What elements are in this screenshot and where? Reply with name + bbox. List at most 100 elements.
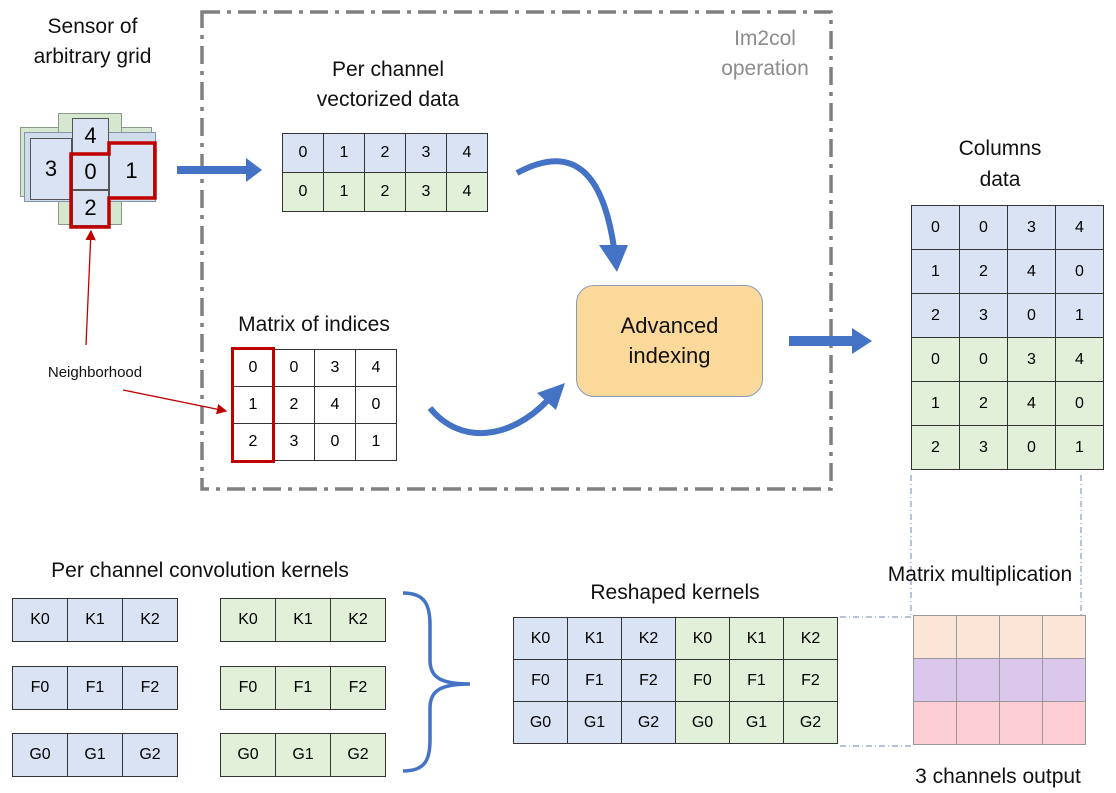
table-cell: 2 bbox=[911, 293, 960, 338]
table-cell: 3 bbox=[405, 172, 447, 212]
table-cell bbox=[999, 615, 1043, 659]
table-row: K0 K1 K2 bbox=[12, 598, 178, 642]
table-cell: 1 bbox=[1055, 425, 1104, 470]
table-cell: G1 bbox=[567, 701, 622, 744]
kernel-table-channel1-row3: G0 G1 G2 bbox=[12, 733, 178, 777]
table-cell: G1 bbox=[729, 701, 784, 744]
table-row: F0 F1 F2 bbox=[12, 666, 178, 710]
columns-title-line1: Columns bbox=[958, 137, 1042, 160]
sensor-title-line1: Sensor of bbox=[47, 15, 138, 38]
table-cell: F2 bbox=[330, 666, 386, 710]
table-cell: K1 bbox=[729, 617, 784, 660]
table-cell: 3 bbox=[273, 423, 315, 461]
columns-title-line2: data bbox=[979, 168, 1021, 191]
table-cell: K0 bbox=[220, 598, 276, 642]
table-cell: F0 bbox=[513, 659, 568, 702]
table-cell: 4 bbox=[1055, 205, 1104, 250]
table-cell: K2 bbox=[122, 598, 178, 642]
table-cell: F1 bbox=[729, 659, 784, 702]
neighborhood-outline bbox=[69, 141, 157, 229]
table-cell: G0 bbox=[12, 733, 68, 777]
vectorized-table: 0 1 2 3 4 0 1 2 3 4 bbox=[282, 133, 488, 212]
im2col-label-line2: operation bbox=[721, 57, 809, 80]
reshaped-title: Reshaped kernels bbox=[590, 581, 760, 604]
table-cell: G0 bbox=[675, 701, 730, 744]
table-cell: 0 bbox=[1055, 381, 1104, 426]
table-cell: K0 bbox=[675, 617, 730, 660]
indices-table: 0 0 3 4 1 2 4 0 2 3 0 1 bbox=[232, 349, 397, 461]
table-cell: G2 bbox=[122, 733, 178, 777]
table-cell: 0 bbox=[1007, 425, 1056, 470]
table-cell: F2 bbox=[783, 659, 838, 702]
table-cell: F2 bbox=[621, 659, 676, 702]
table-cell: G2 bbox=[330, 733, 386, 777]
kernels-brace bbox=[402, 591, 471, 773]
table-cell: 0 bbox=[282, 172, 324, 212]
table-cell: F1 bbox=[67, 666, 123, 710]
table-row: F0 F1 F2 bbox=[220, 666, 386, 710]
advanced-label-line1: Advanced bbox=[620, 313, 719, 338]
table-row: K0 K1 K2 bbox=[220, 598, 386, 642]
table-cell: 1 bbox=[355, 423, 397, 461]
table-row: G0 G1 G2 bbox=[220, 733, 386, 777]
arrow-sensor-to-vectorized bbox=[177, 158, 262, 182]
output-title: 3 channels output bbox=[915, 765, 1081, 788]
table-row: K0 K1 K2 K0 K1 K2 bbox=[513, 617, 838, 660]
table-cell: 0 bbox=[911, 337, 960, 382]
table-cell: 3 bbox=[405, 133, 447, 173]
neighborhood-arrows bbox=[85, 229, 228, 415]
table-row bbox=[913, 658, 1086, 702]
neighborhood-column-highlight bbox=[231, 347, 275, 463]
table-row: 0 0 3 4 bbox=[911, 337, 1104, 382]
table-cell: 1 bbox=[323, 172, 365, 212]
table-cell: 3 bbox=[959, 425, 1008, 470]
table-cell: F2 bbox=[122, 666, 178, 710]
table-cell: K1 bbox=[567, 617, 622, 660]
table-row: F0 F1 F2 F0 F1 F2 bbox=[513, 659, 838, 702]
table-cell bbox=[999, 658, 1043, 702]
table-cell: 2 bbox=[959, 249, 1008, 294]
table-row: 1 2 4 0 bbox=[232, 386, 397, 424]
kernel-table-channel2-row1: K0 K1 K2 bbox=[220, 598, 386, 642]
arrow-advanced-to-columns bbox=[789, 328, 872, 354]
table-cell: 1 bbox=[911, 249, 960, 294]
table-cell bbox=[913, 615, 957, 659]
table-cell bbox=[956, 701, 1000, 745]
table-cell: F0 bbox=[220, 666, 276, 710]
table-cell: 2 bbox=[959, 381, 1008, 426]
table-cell: 2 bbox=[364, 133, 406, 173]
advanced-indexing-node: Advanced indexing bbox=[576, 285, 763, 397]
arrowhead bbox=[599, 245, 628, 272]
arrowhead bbox=[537, 383, 565, 410]
kernel-table-channel2-row3: G0 G1 G2 bbox=[220, 733, 386, 777]
table-cell: 0 bbox=[273, 349, 315, 387]
table-cell bbox=[956, 615, 1000, 659]
table-cell: 0 bbox=[959, 205, 1008, 250]
table-cell: 3 bbox=[1007, 337, 1056, 382]
table-cell: 0 bbox=[282, 133, 324, 173]
table-cell: 1 bbox=[911, 381, 960, 426]
sensor-cell: 3 bbox=[30, 138, 72, 200]
table-cell: 2 bbox=[232, 423, 274, 461]
table-row: 2 3 0 1 bbox=[232, 423, 397, 461]
table-cell: F0 bbox=[675, 659, 730, 702]
table-row: 2 3 0 1 bbox=[911, 293, 1104, 338]
table-cell: 0 bbox=[1055, 249, 1104, 294]
table-cell: K1 bbox=[67, 598, 123, 642]
vectorized-title-line1: Per channel bbox=[331, 58, 445, 81]
advanced-label-line2: indexing bbox=[628, 343, 711, 368]
table-row: G0 G1 G2 bbox=[12, 733, 178, 777]
table-row: 2 3 0 1 bbox=[911, 425, 1104, 470]
kernel-table-channel1-row1: K0 K1 K2 bbox=[12, 598, 178, 642]
table-cell: 3 bbox=[1007, 205, 1056, 250]
table-cell: 2 bbox=[364, 172, 406, 212]
table-cell: F1 bbox=[567, 659, 622, 702]
table-cell: 2 bbox=[911, 425, 960, 470]
table-cell bbox=[913, 658, 957, 702]
table-cell: K2 bbox=[330, 598, 386, 642]
table-cell: K0 bbox=[513, 617, 568, 660]
arrow-vectorized-to-advanced bbox=[515, 158, 617, 249]
table-cell: G0 bbox=[220, 733, 276, 777]
